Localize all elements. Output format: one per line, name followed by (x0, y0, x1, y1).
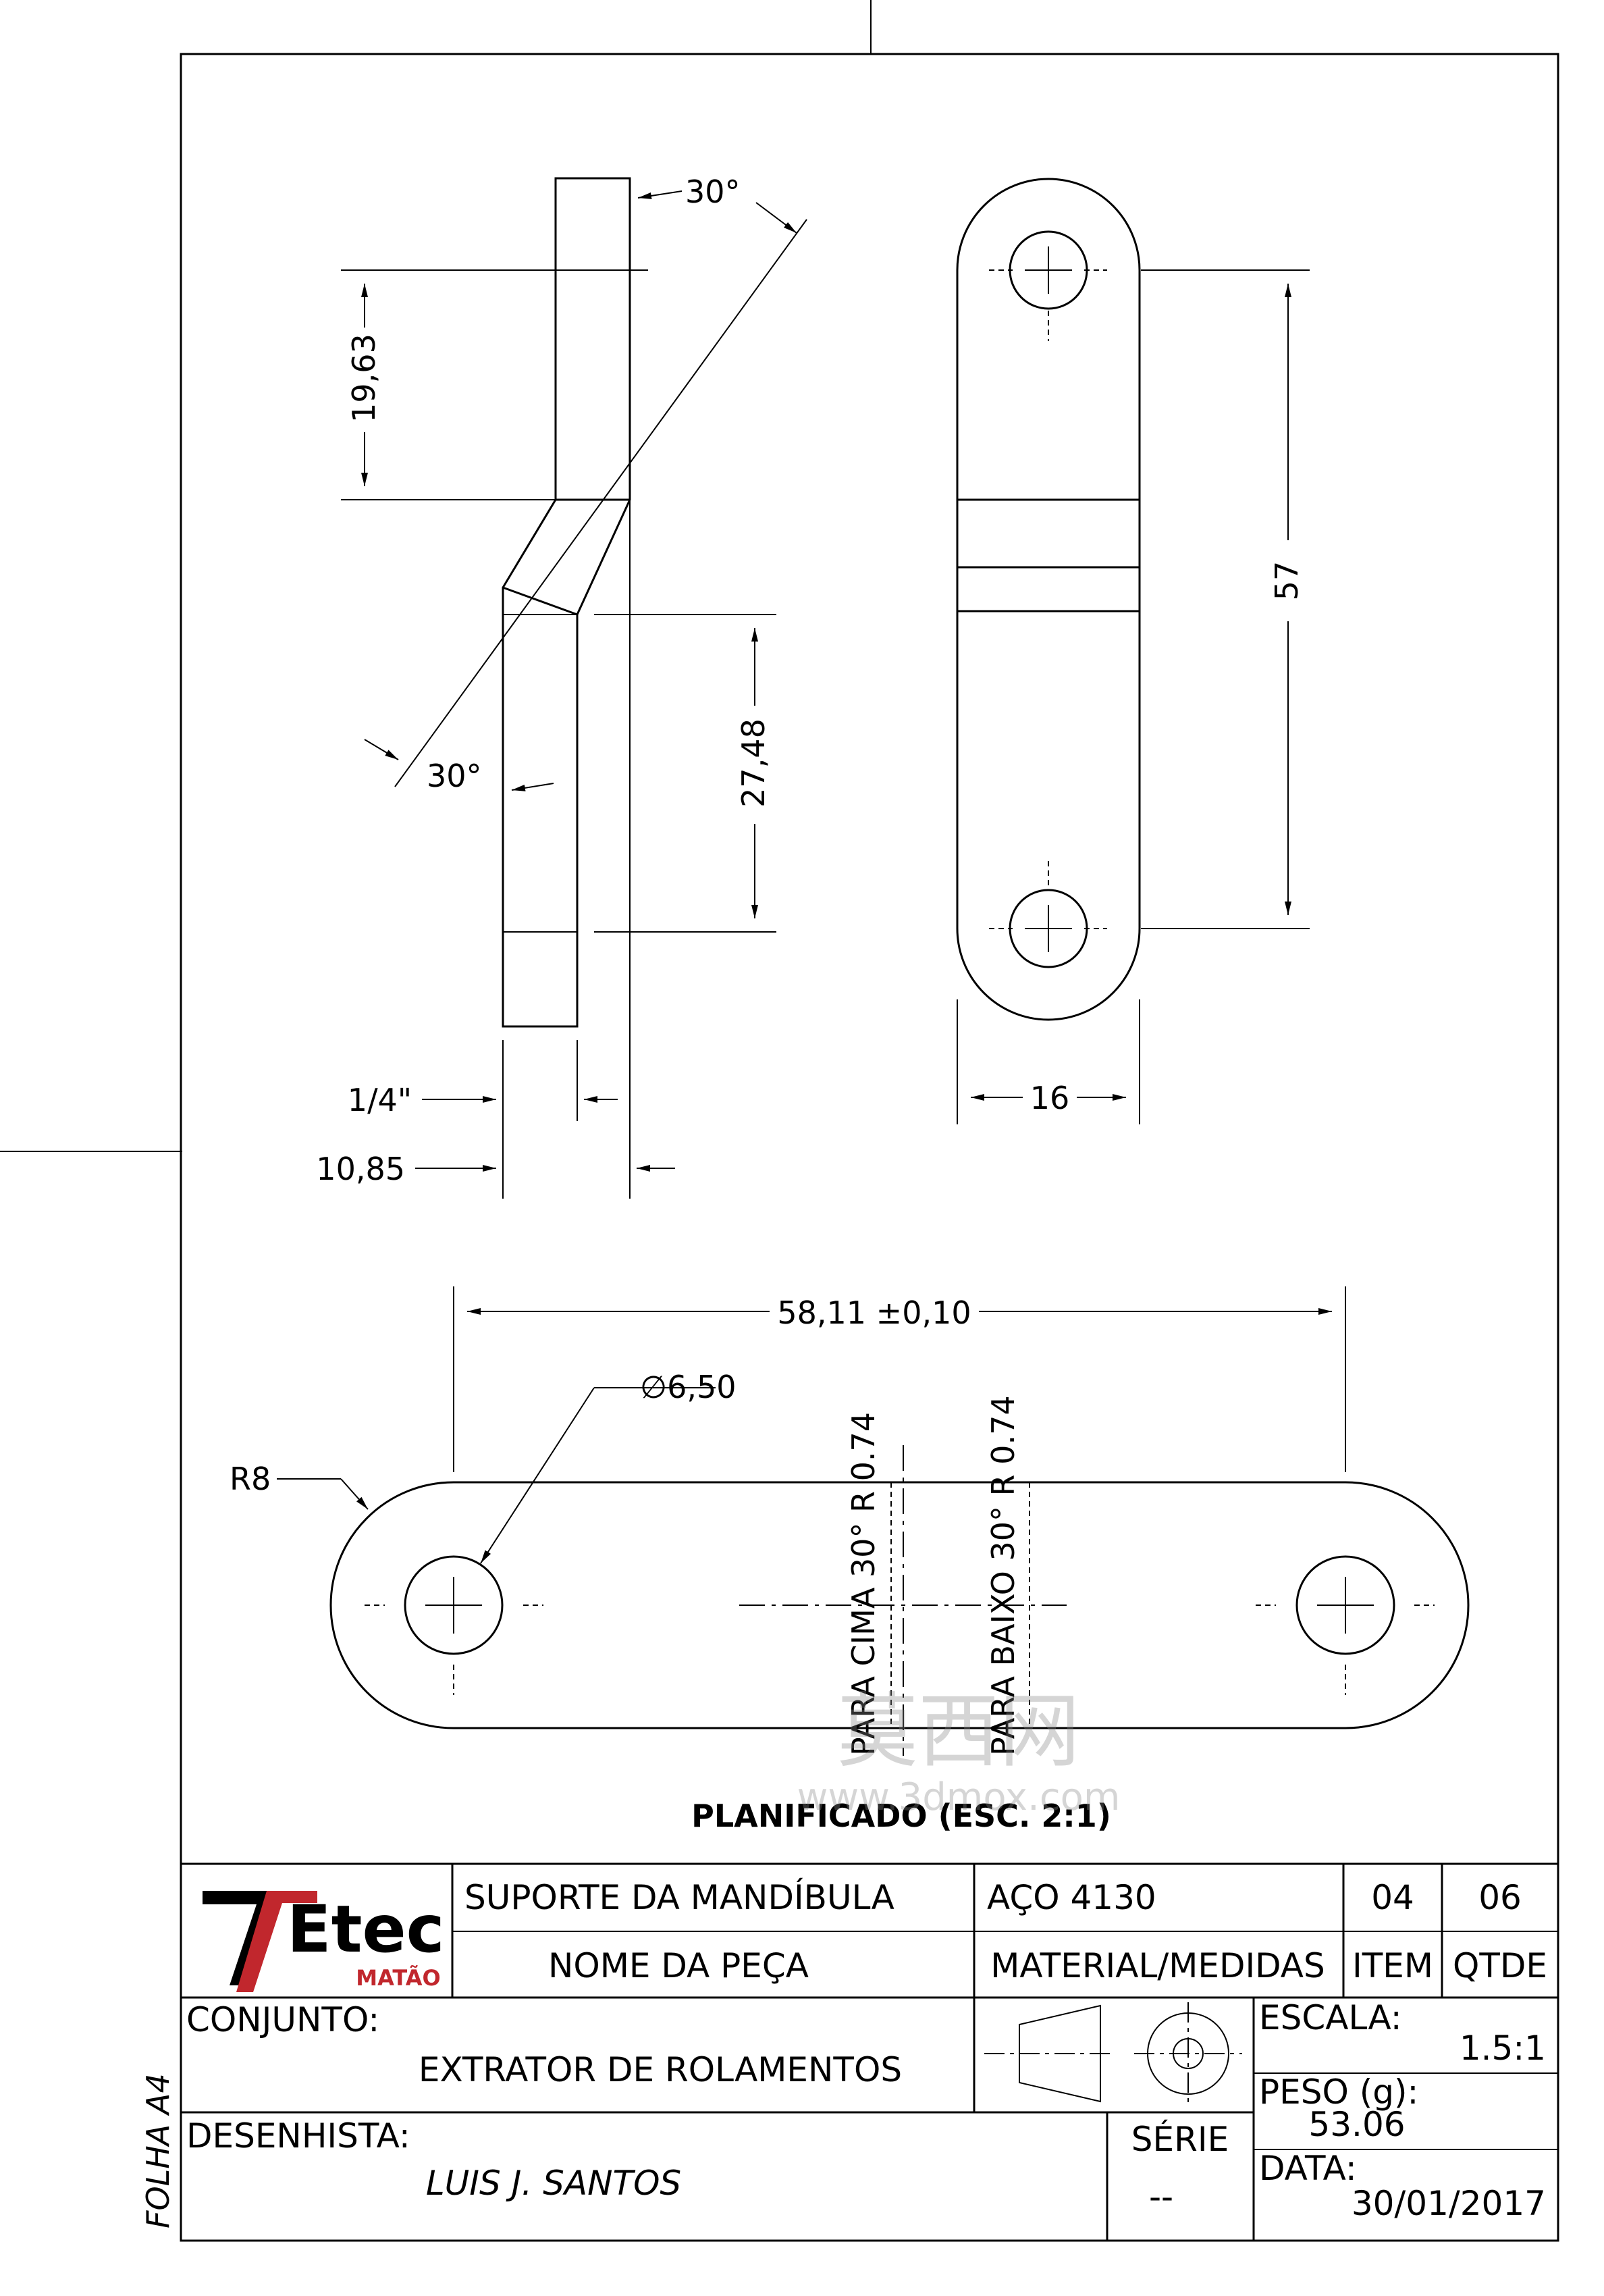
flat-pattern-view: 58,11 ±0,10 ∅6,50 R8 PARA CIMA 30° R 0.7… (230, 1286, 1470, 1834)
drawing-border (180, 53, 1559, 2242)
logo-brand: Etec (287, 1891, 444, 1967)
part-name: SUPORTE DA MANDÍBULA (464, 1877, 894, 1917)
watermark: 莫西网 www.3dmox.com (797, 1685, 1121, 1819)
bend-note-down: PARA BAIXO 30° R 0.74 (985, 1395, 1021, 1756)
projection-symbol-icon (984, 2002, 1242, 2105)
flat-pattern-caption: PLANIFICADO (ESC. 2:1) (691, 1798, 1111, 1834)
flat-hole-left (404, 1555, 504, 1655)
dim-hole-diameter: ∅6,50 (640, 1369, 737, 1405)
quantity-label: QTDE (1453, 1946, 1547, 1985)
item-label: ITEM (1352, 1946, 1433, 1985)
angle-bottom: 30° (427, 758, 482, 794)
assembly-label: CONJUNTO: (186, 2000, 379, 2039)
quantity: 06 (1478, 1878, 1522, 1917)
front-view-outline (956, 178, 1141, 1021)
material: AÇO 4130 (987, 1878, 1156, 1917)
scale-label: ESCALA: (1259, 1998, 1402, 2037)
etec-logo: Etec MATÃO (203, 1891, 444, 1992)
flat-hole-right (1295, 1555, 1395, 1655)
weight-value: 53.06 (1308, 2105, 1405, 2144)
dim-flat-length: 58,11 ±0,10 (777, 1295, 971, 1331)
material-label: MATERIAL/MEDIDAS (990, 1946, 1325, 1985)
drafter-name: LUIS J. SANTOS (426, 2164, 681, 2203)
side-view-outline (502, 177, 631, 1028)
dim-offset: 10,85 (316, 1151, 405, 1187)
series-label: SÉRIE (1131, 2119, 1229, 2159)
logo-sub: MATÃO (356, 1965, 440, 1991)
dim-thickness: 1/4" (348, 1082, 412, 1118)
dim-radius: R8 (230, 1461, 271, 1497)
watermark-url: www.3dmox.com (797, 1775, 1121, 1819)
dim-lower-height: 27,48 (735, 719, 772, 808)
logo-mark-accent (236, 1891, 317, 1992)
item-number: 04 (1371, 1878, 1414, 1917)
weight-label: PESO (g): (1259, 2072, 1418, 2112)
date-value: 30/01/2017 (1352, 2184, 1546, 2223)
assembly-name: EXTRATOR DE ROLAMENTOS (419, 2050, 902, 2089)
title-block: Etec MATÃO SUPORTE DA MANDÍBULA NOME DA … (140, 1862, 1558, 2241)
front-view: 57 16 (956, 178, 1310, 1124)
dim-length-57: 57 (1268, 561, 1305, 601)
series-value: -- (1149, 2177, 1173, 2216)
dim-width-16: 16 (1030, 1080, 1070, 1116)
sheet-size: FOLHA A4 (140, 2073, 176, 2228)
watermark-chars: 莫西网 (837, 1685, 1080, 1779)
dim-upper-height: 19,63 (346, 334, 382, 423)
drafter-label: DESENHISTA: (186, 2116, 410, 2156)
bend-note-up: PARA CIMA 30° R 0.74 (845, 1412, 882, 1756)
angle-top: 30° (685, 174, 741, 210)
flat-pattern-outline (329, 1481, 1470, 1729)
part-name-label: NOME DA PEÇA (548, 1946, 809, 1985)
date-label: DATA: (1259, 2149, 1357, 2188)
scale-value: 1.5:1 (1460, 2029, 1546, 2068)
logo-mark (203, 1891, 277, 1985)
side-view: 19,63 27,48 30° 30° 1/4" 10,85 (316, 174, 807, 1199)
